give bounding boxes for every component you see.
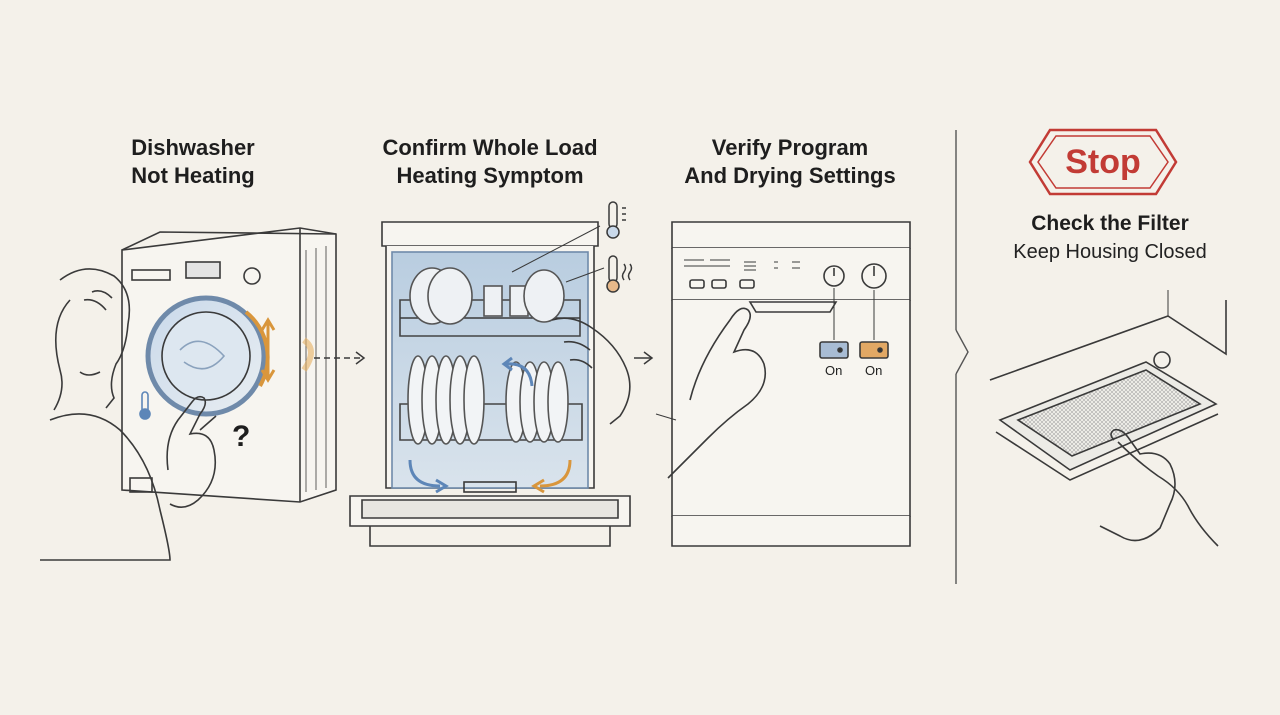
step-2-title: Confirm Whole Load Heating Symptom [340,134,640,190]
step-1-line-1: Dishwasher [131,135,255,160]
pointing-hand-icon [551,317,631,425]
washer-illustration [121,227,337,503]
step-1-line-2: Not Heating [131,163,255,188]
open-dishwasher-illustration [349,221,631,547]
stop-label: Stop [1065,143,1141,181]
step-3-line-1: Verify Program [711,135,869,160]
section-divider [955,130,969,584]
filter-housing-illustration [989,290,1227,547]
step-1-title: Dishwasher Not Heating [93,134,293,190]
check-filter-title: Check the Filter [1031,212,1189,235]
step-2-line-2: Heating Symptom [396,163,584,188]
arrow-right-icon [634,351,654,365]
step-2-line-1: Confirm Whole Load [382,135,598,160]
check-filter-subtitle: Keep Housing Closed [1013,241,1207,263]
rotate-arrow-icon [408,356,572,494]
step-3-title: Verify Program And Drying Settings [640,134,940,190]
arrow-right-icon [314,351,366,365]
setting-on-label-right: On [865,363,883,378]
closed-dishwasher-illustration [655,221,911,547]
thermometer-icon [606,201,633,293]
setting-on-label-left: On [825,363,843,378]
stop-sign-icon [1028,128,1178,196]
person-figure [40,268,217,561]
step-3-line-2: And Drying Settings [684,163,896,188]
question-mark-label: ? [232,420,251,453]
